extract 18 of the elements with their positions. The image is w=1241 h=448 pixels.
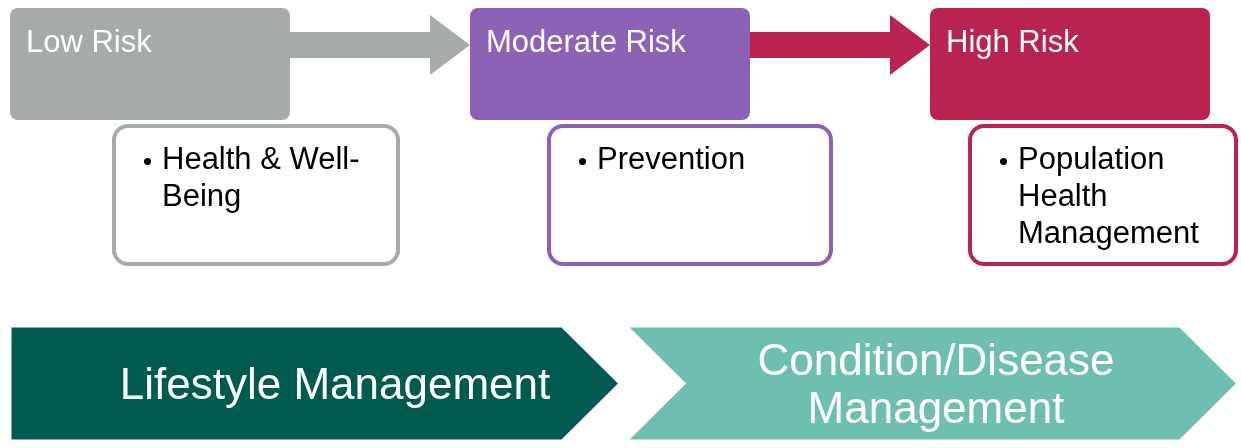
risk-level-box [10,8,290,120]
risk-level-title: Moderate Risk [486,24,686,59]
band-label: Condition/Disease Management [756,335,1116,432]
block-arrow [290,15,470,75]
chevron-band [10,326,620,441]
chevron-band [626,326,1238,441]
content-box [547,124,833,266]
bullet-text: Prevention [597,141,746,176]
bullet-text: Population Health Management [1018,141,1199,250]
risk-level-title: Low Risk [26,24,152,59]
content-box [968,124,1238,266]
risk-level-title: High Risk [946,24,1079,59]
bullet-text: Health & Well-Being [162,141,360,213]
risk-level-box [930,8,1210,120]
risk-level-box [470,8,750,120]
content-box [112,124,400,266]
band-label: Lifestyle Management [119,359,551,408]
block-arrow [750,15,930,75]
